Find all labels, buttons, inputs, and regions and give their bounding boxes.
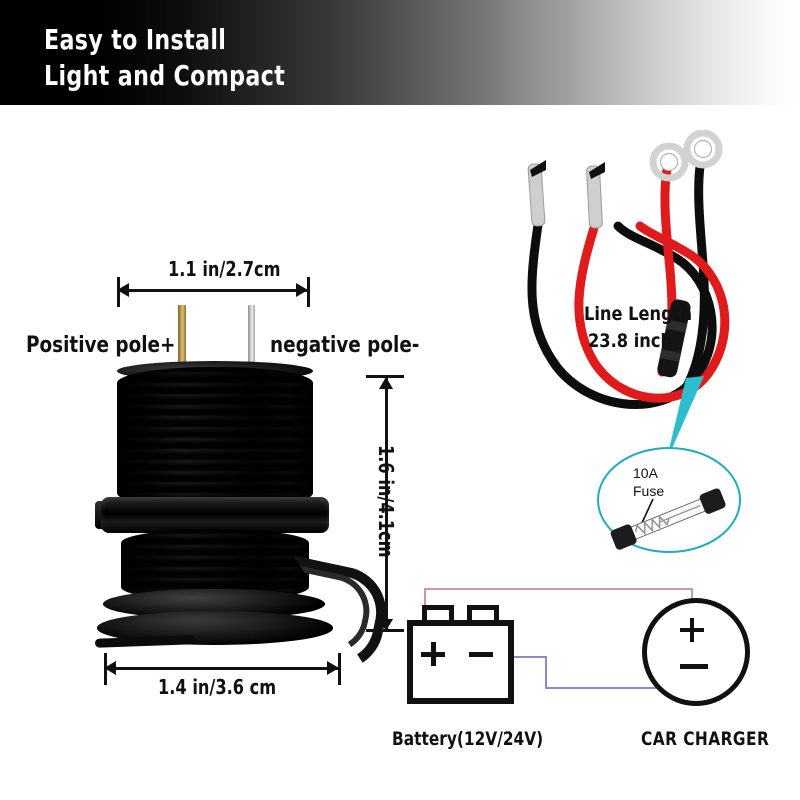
positive-wire-red [574,221,730,403]
charger-minus-icon [680,664,708,669]
banner-headline-secondary: Light and Compact [44,59,286,92]
dimension-arrow-line-bottom [107,667,339,670]
fuse-callout-group: 10A Fuse [575,395,770,560]
dimension-tick-height-top [366,375,404,378]
arrow-head-down-icon [379,619,393,631]
socket-product-body [94,361,395,679]
socket-mounting-nut [101,497,329,533]
line-length-label: Line Length [584,303,693,325]
battery-icon [407,620,514,704]
fuse-amperage-label: 10A [633,465,658,481]
arrow-head-bottom-right-icon [327,661,339,675]
ring-terminal-negative [683,130,723,169]
dimension-label-top-width: 1.1 in/2.7cm [168,257,281,281]
battery-plus-icon-vertical [431,642,436,666]
negative-pole-label: negative pole- [270,333,420,358]
socket-upper-threads [117,367,313,509]
arrow-head-bottom-left-icon [104,661,116,675]
arrow-head-up-icon [379,377,393,389]
spade-connector-positive [586,162,605,229]
battery-caption: Battery(12V/24V) [392,728,544,750]
inline-fuse-holder [657,299,691,378]
ring-terminal-positive [649,142,689,182]
header-banner: Easy to Install Light and Compact [0,0,800,105]
negative-wire-black-right [681,161,709,393]
car-charger-icon [642,598,750,706]
wire-negative-drop [545,656,547,688]
product-dimension-figure: 1.1 in/2.7cm Positive pole+ negative pol… [0,105,420,699]
dimension-tick-bottom-right [338,653,341,685]
fuse-leader-line [640,498,654,526]
dimension-arrow-line-top [120,289,308,292]
wire-positive-horizontal [424,588,692,590]
battery-minus-icon [469,652,493,657]
line-length-value: 23.8 inch [588,330,673,352]
negative-terminal-pin [248,305,255,377]
wire-negative-segment-2 [545,687,703,689]
banner-left-stripe [0,0,22,105]
fuse-detail-drawing [610,488,726,550]
dust-cap-tether-tail [94,635,196,648]
dimension-label-bottom-width: 1.4 in/3.6 cm [158,675,277,699]
charger-plus-icon-vertical [690,618,694,642]
spade-connector-negative [527,160,546,227]
wire-positive-battery-riser [424,588,426,612]
banner-headline-primary: Easy to Install [44,23,227,56]
dimension-arrow-line-height [385,378,388,630]
arrow-head-left-icon [117,283,129,297]
positive-terminal-pin [178,305,186,377]
wiring-diagram [380,580,780,760]
positive-pole-label: Positive pole+ [26,333,176,358]
fuse-cap-right [699,488,726,514]
fuse-callout-pointer [666,376,704,462]
cable-harness-illustration [527,130,730,462]
dimension-tick-top-right [307,277,310,307]
arrow-head-right-icon [296,283,308,297]
fuse-type-label: Fuse [633,483,665,499]
fuse-cap-left [610,524,637,550]
car-charger-caption: CAR CHARGER [641,728,770,750]
dimension-label-height: 1.6 in/4.1cm [374,445,398,558]
